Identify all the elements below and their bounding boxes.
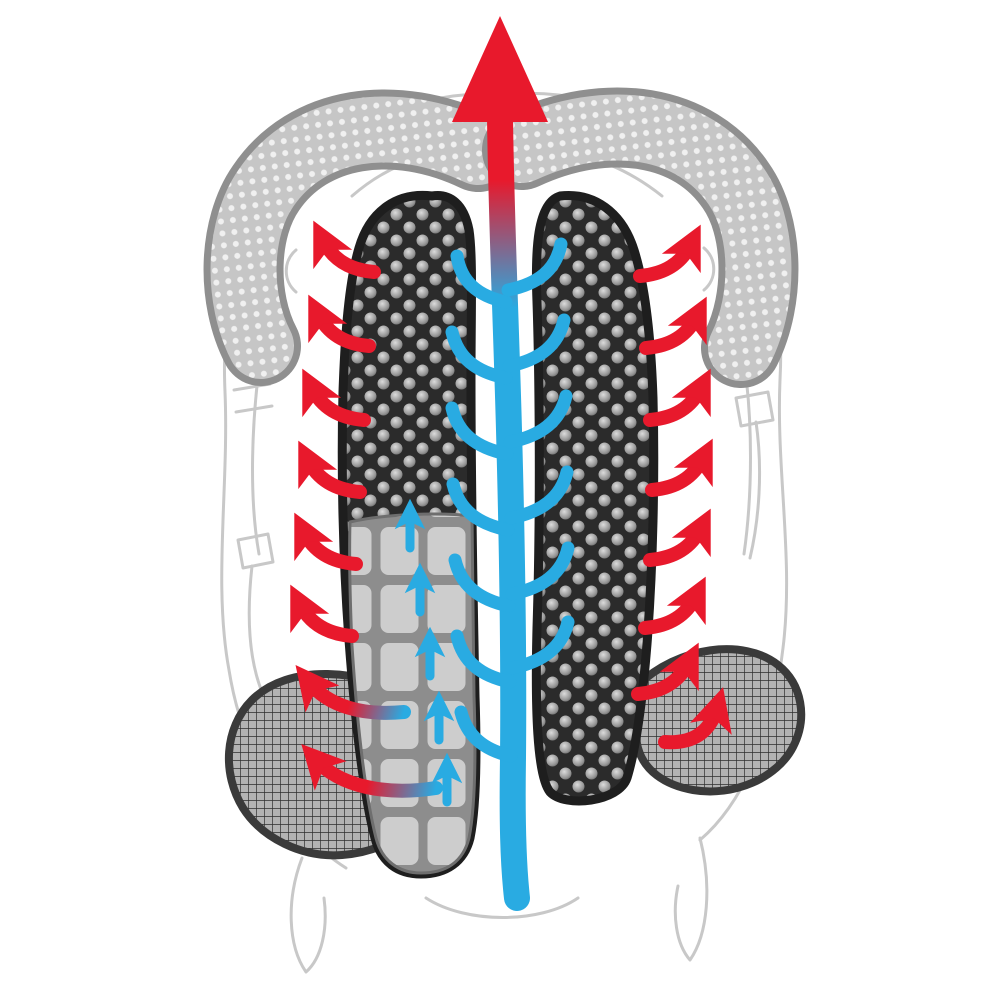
- main-exhaust-arrow-head: [452, 16, 548, 122]
- central-air-channel: [394, 103, 575, 911]
- airflow-branch: [504, 465, 574, 525]
- heat-arrow-right: [643, 508, 711, 567]
- airflow-branch: [505, 615, 575, 675]
- sketch-left-loop: [284, 248, 298, 294]
- heat-arrow-left: [313, 220, 381, 279]
- sketch-right-loop: [702, 246, 716, 292]
- airflow-branch: [450, 249, 513, 309]
- heat-arrow-right: [638, 576, 706, 635]
- sketch-right-lower-strap: [748, 420, 762, 560]
- sketch-bottom-edge: [424, 896, 580, 919]
- heat-arrows: [290, 220, 732, 798]
- heat-arrow-right: [631, 642, 699, 701]
- heat-arrow-right: [658, 687, 732, 750]
- sketch-right-buckle: [734, 390, 775, 428]
- heat-arrow-left: [295, 664, 411, 720]
- heat-arrows-left: [290, 220, 443, 798]
- right-shoulder-strap: [489, 94, 792, 381]
- airflow-branch: [505, 541, 575, 601]
- sketch-left-lower-strap: [247, 564, 264, 694]
- airflow-branch: [503, 389, 573, 449]
- sketch-left-hanging-strap: [289, 856, 327, 974]
- airflow-branch: [450, 629, 517, 689]
- airflow-branch: [454, 705, 518, 763]
- heat-arrow-left: [301, 744, 443, 798]
- left-shoulder-strap: [210, 96, 511, 379]
- airflow-stem: [487, 103, 530, 911]
- sketch-left-buckle: [236, 532, 275, 570]
- airflow-branch: [502, 313, 571, 373]
- heat-arrows-right: [631, 224, 732, 750]
- intake-arrows: [394, 498, 463, 807]
- heat-arrow-right: [633, 224, 701, 283]
- right-back-pad: [531, 191, 659, 806]
- airflow-branch: [448, 553, 516, 613]
- heat-arrow-right: [639, 296, 707, 355]
- heat-arrow-left: [298, 440, 367, 499]
- heat-arrow-left: [308, 294, 376, 353]
- heat-arrow-left: [290, 584, 359, 643]
- airflow-branch: [446, 477, 515, 537]
- sketch-left-ladder-lock: [232, 382, 274, 414]
- airflow-branch: [445, 325, 513, 385]
- heat-arrow-left: [294, 512, 363, 571]
- airflow-branches-right: [501, 237, 575, 675]
- heat-arrow-left: [302, 368, 371, 427]
- sketch-right-hanging-strap: [673, 836, 709, 962]
- airflow-branch: [445, 401, 514, 461]
- airflow-branches-left: [445, 249, 518, 763]
- shoulder-straps: [203, 87, 799, 388]
- airflow-branch: [501, 237, 568, 297]
- heat-arrow-right: [643, 368, 711, 427]
- heat-arrow-right: [645, 438, 713, 497]
